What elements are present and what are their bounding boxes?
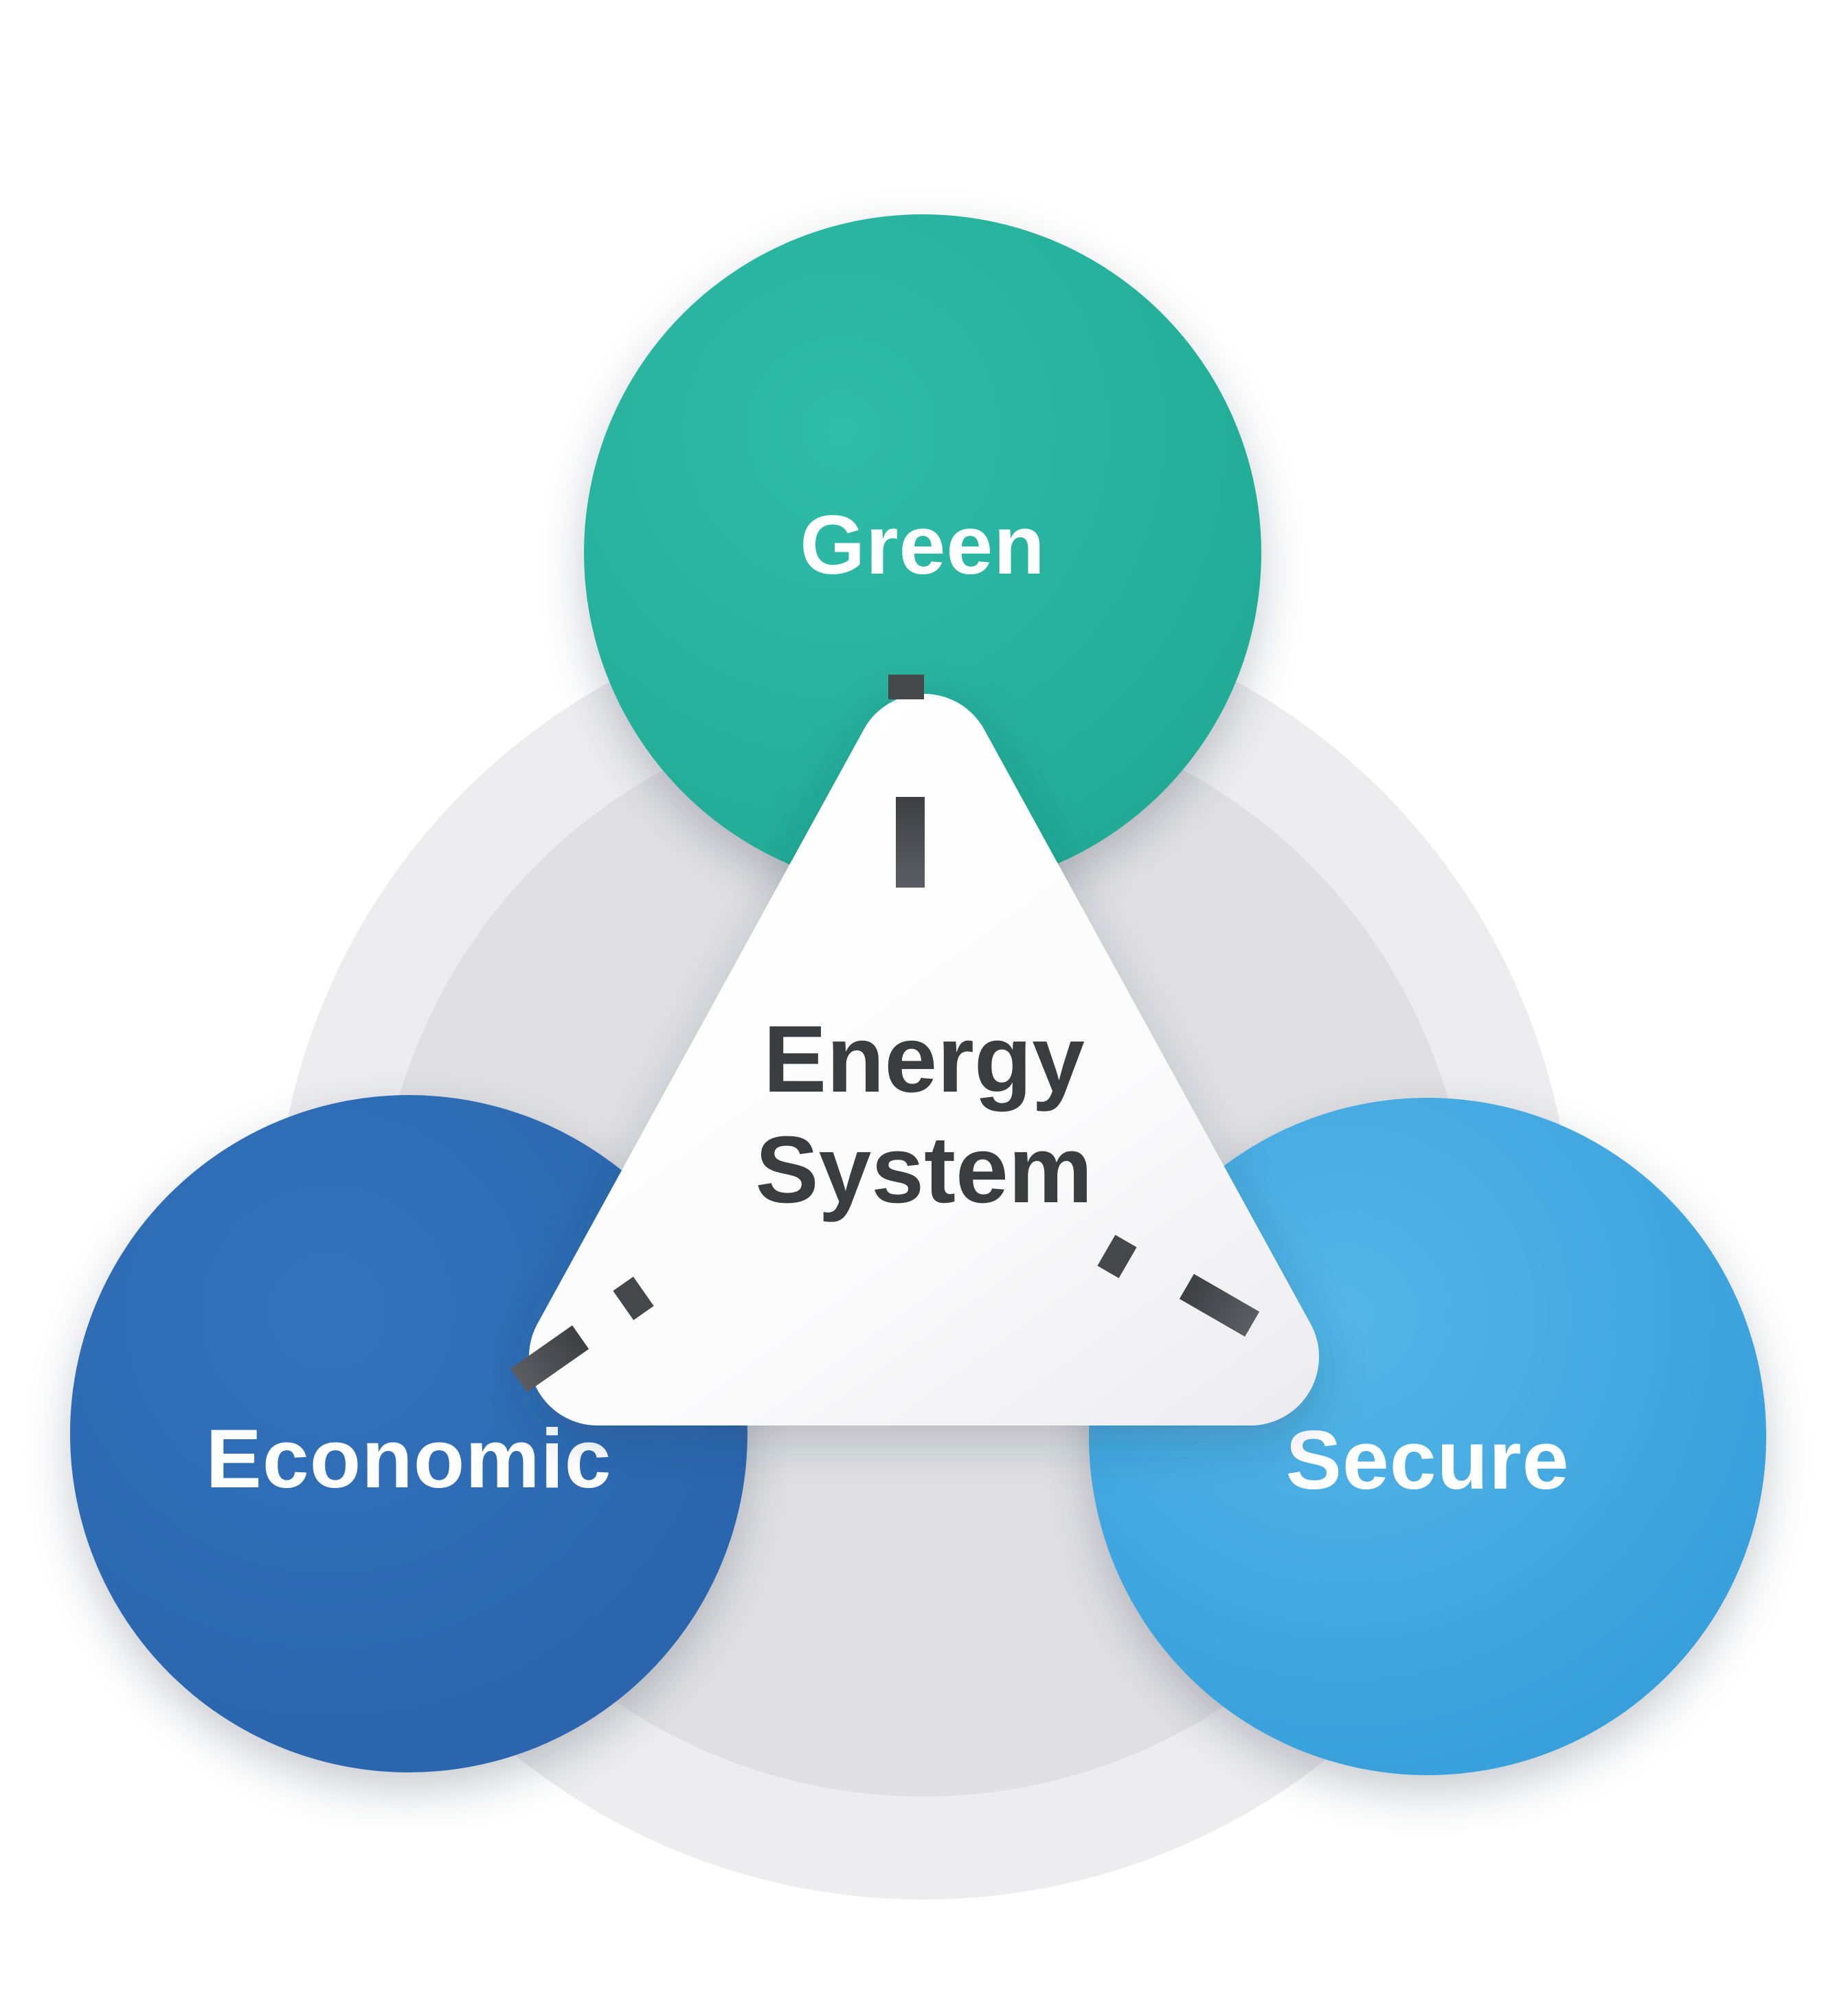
node-secure-label: Secure (1285, 1413, 1570, 1507)
node-economic-label: Economic (205, 1412, 612, 1505)
joint-notch-top-outer (888, 675, 924, 699)
center-label: Energy System (755, 1006, 1093, 1224)
triangle-shape (529, 694, 1319, 1425)
joint-notch-top-inner (896, 797, 925, 888)
node-green-label: Green (800, 498, 1046, 591)
node-economic-circle: Economic (70, 1095, 747, 1772)
